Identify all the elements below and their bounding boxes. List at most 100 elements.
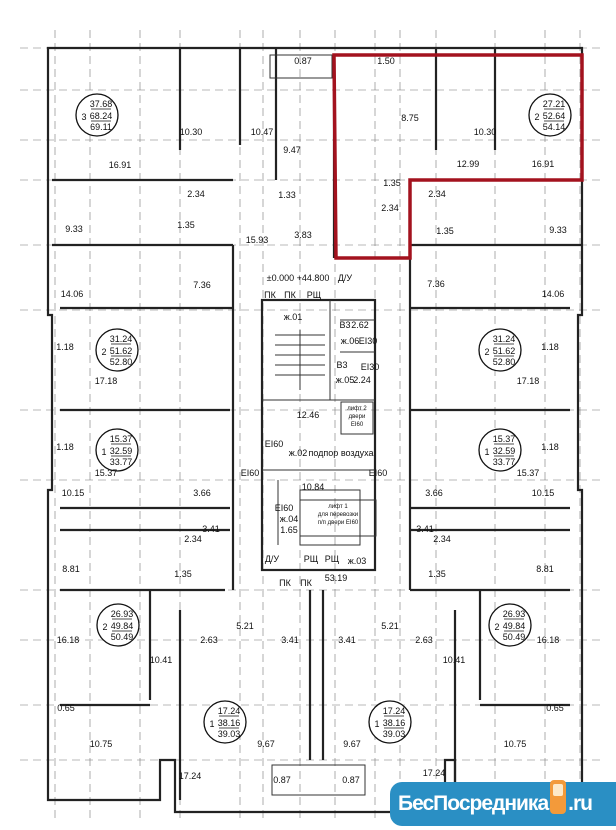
room-area-label: 0.87 xyxy=(294,56,312,66)
total-area-with-balcony: 69.11 xyxy=(90,122,112,132)
room-area-label: 1.35 xyxy=(177,220,195,230)
room-count: 1 xyxy=(374,719,379,729)
room-count: 2 xyxy=(484,347,489,357)
badge-circle xyxy=(96,603,140,647)
room-count: 1 xyxy=(101,447,106,457)
core-label: ПК xyxy=(279,578,291,588)
room-area-label: 7.36 xyxy=(427,279,445,289)
badge-circle xyxy=(75,93,119,137)
room-area-label: 14.06 xyxy=(542,289,565,299)
room-area-label: 1.33 xyxy=(278,190,296,200)
total-area: 38.16 xyxy=(383,718,406,728)
highlighted-apartment-outline xyxy=(332,53,584,260)
core-label: ж.06 xyxy=(341,336,360,346)
room-area-label: 0.87 xyxy=(342,775,360,785)
core-label: ж.02 xyxy=(289,448,308,458)
room-area-label: 1.50 xyxy=(377,56,395,66)
total-area-with-balcony: 33.77 xyxy=(493,457,516,467)
room-area-label: 9.47 xyxy=(283,145,301,155)
badge-circle xyxy=(488,603,532,647)
room-area-label: 10.41 xyxy=(443,655,466,665)
room-area-label: 16.18 xyxy=(57,635,80,645)
core-label: ПК xyxy=(300,578,312,588)
living-area: 15.37 xyxy=(493,434,516,444)
core-label: 12.46 xyxy=(297,410,320,420)
room-area-label: 9.33 xyxy=(549,225,567,235)
core-label: EI60 xyxy=(265,439,284,449)
core-label: ПК xyxy=(264,290,276,300)
living-area: 27.21 xyxy=(543,99,566,109)
room-area-label: 7.36 xyxy=(193,280,211,290)
room-area-label: 3.41 xyxy=(416,524,434,534)
room-area-label: 17.24 xyxy=(179,771,202,781)
room-area-label: 10.75 xyxy=(90,739,113,749)
room-area-label: 10.47 xyxy=(251,127,274,137)
room-area-label: 2.34 xyxy=(428,189,446,199)
room-area-label: 10.30 xyxy=(180,127,203,137)
room-area-label: 2.34 xyxy=(381,203,399,213)
total-area-with-balcony: 50.49 xyxy=(111,632,134,642)
room-area-label: 3.66 xyxy=(193,488,211,498)
core-label: EI60 xyxy=(369,468,388,478)
core-label: EI60 xyxy=(275,503,294,513)
room-area-label: 8.75 xyxy=(401,113,419,123)
room-area-label: 3.41 xyxy=(338,635,356,645)
room-area-label: 1.35 xyxy=(174,569,192,579)
room-area-label: 3.41 xyxy=(281,635,299,645)
core-label: 2.24 xyxy=(353,375,371,385)
core-label: ж.03 xyxy=(348,556,367,566)
room-area-label: 16.18 xyxy=(537,635,560,645)
core-label: EI30 xyxy=(361,362,380,372)
badge-circle xyxy=(203,700,247,744)
room-area-label: 15.93 xyxy=(246,235,269,245)
room-area-label: 10.75 xyxy=(504,739,527,749)
room-area-label: 1.35 xyxy=(428,569,446,579)
core-label: ж.05 xyxy=(336,375,355,385)
room-count: 2 xyxy=(101,347,106,357)
room-area-label: 16.91 xyxy=(532,159,555,169)
core-label: ж.01 xyxy=(284,312,303,322)
room-area-label: 0.65 xyxy=(546,703,564,713)
room-area-label: 16.91 xyxy=(109,160,132,170)
total-area-with-balcony: 39.03 xyxy=(218,729,241,739)
living-area: 37.68 xyxy=(90,99,113,109)
total-area-with-balcony: 50.49 xyxy=(503,632,526,642)
core-label: В3 xyxy=(336,360,347,370)
total-area: 49.84 xyxy=(111,621,134,631)
lift-label: двери xyxy=(349,414,366,420)
badge-circle xyxy=(95,428,139,472)
room-area-label: 9.67 xyxy=(343,739,361,749)
room-area-label: 1.18 xyxy=(541,342,559,352)
total-area-with-balcony: 52.80 xyxy=(110,357,133,367)
room-area-label: 17.18 xyxy=(517,376,540,386)
room-area-label: 5.21 xyxy=(381,621,399,631)
living-area: 17.24 xyxy=(383,706,406,716)
room-area-label: 3.66 xyxy=(425,488,443,498)
watermark-text: БесПосредника xyxy=(398,792,549,815)
room-area-label: 8.81 xyxy=(536,564,554,574)
total-area-with-balcony: 52.80 xyxy=(493,357,516,367)
core-label: 10.84 xyxy=(302,482,325,492)
total-area: 38.16 xyxy=(218,718,241,728)
room-area-label: 3.83 xyxy=(294,230,312,240)
lift-shaft xyxy=(299,499,377,537)
core-label: ±0.000 +44.800 xyxy=(267,273,330,283)
walls xyxy=(46,46,584,814)
room-area-label: 1.35 xyxy=(383,178,401,188)
room-area-label: 14.06 xyxy=(61,289,84,299)
room-area-label: 12.99 xyxy=(457,159,480,169)
room-area-label: 8.81 xyxy=(62,564,80,574)
core-label: подпор воздуха xyxy=(309,448,374,458)
core-label: РЩ xyxy=(307,290,322,300)
living-area: 26.93 xyxy=(503,609,526,619)
core-label: Д/У xyxy=(265,554,280,564)
